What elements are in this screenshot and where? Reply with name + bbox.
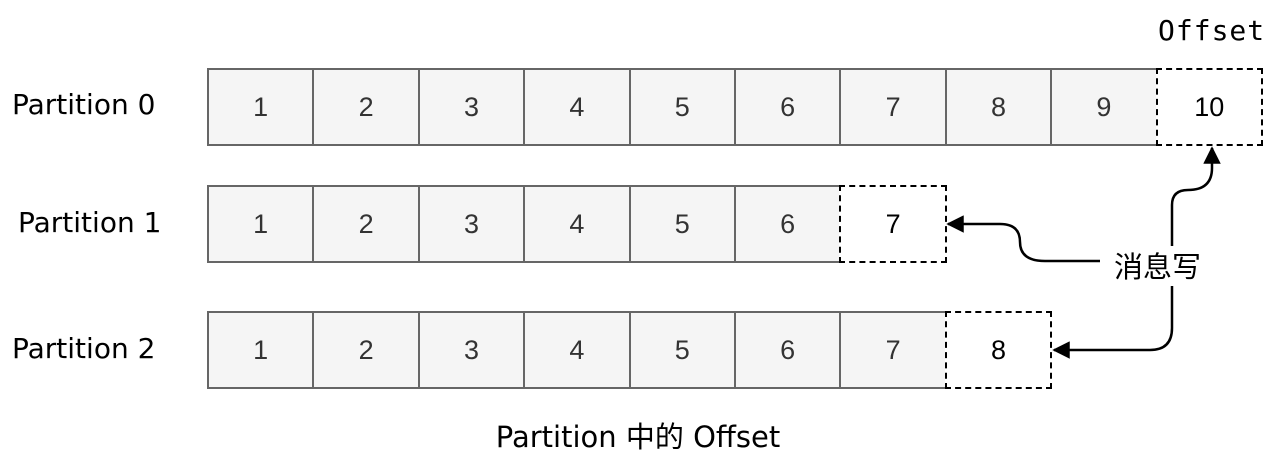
partition-0-message-cell: 3: [417, 68, 526, 146]
partition-0-message-cell: 5: [628, 68, 736, 146]
partition-2-next-offset: 8: [944, 311, 1053, 389]
partition-0-message-cell: 7: [839, 68, 947, 146]
partition-1-message-cell: 2: [312, 185, 420, 263]
partition-2-label: Partition 2: [12, 332, 156, 365]
arrow-to-partition-1: [946, 215, 1100, 263]
arrow-to-partition-2: [1052, 286, 1174, 359]
partition-2-message-cell: 1: [207, 311, 315, 389]
partition-2-message-cell: 7: [839, 311, 947, 389]
arrow-to-partition-0: [1170, 146, 1221, 246]
diagram-caption: Partition 中的 Offset: [495, 420, 781, 454]
partition-2-message-cell: 3: [417, 311, 526, 389]
partition-0-label: Partition 0: [12, 88, 156, 121]
partition-2-message-cell: 6: [734, 311, 842, 389]
partition-0-message-cell: 1: [207, 68, 315, 146]
partition-0-message-cell: 9: [1050, 68, 1158, 146]
partition-2-message-cell: 4: [523, 311, 631, 389]
partition-2-message-cell: 5: [628, 311, 736, 389]
partition-2-message-cell: 2: [312, 311, 420, 389]
partition-0-next-offset: 10: [1155, 68, 1263, 146]
partition-1-message-cell: 6: [734, 185, 842, 263]
partition-1-next-offset: 7: [839, 185, 947, 263]
offset-header: Offset: [1158, 14, 1266, 47]
partition-0-message-cell: 6: [734, 68, 842, 146]
partition-1-message-cell: 5: [628, 185, 736, 263]
partition-1-label: Partition 1: [18, 206, 162, 239]
message-writer-label: 消息写: [1114, 250, 1202, 284]
